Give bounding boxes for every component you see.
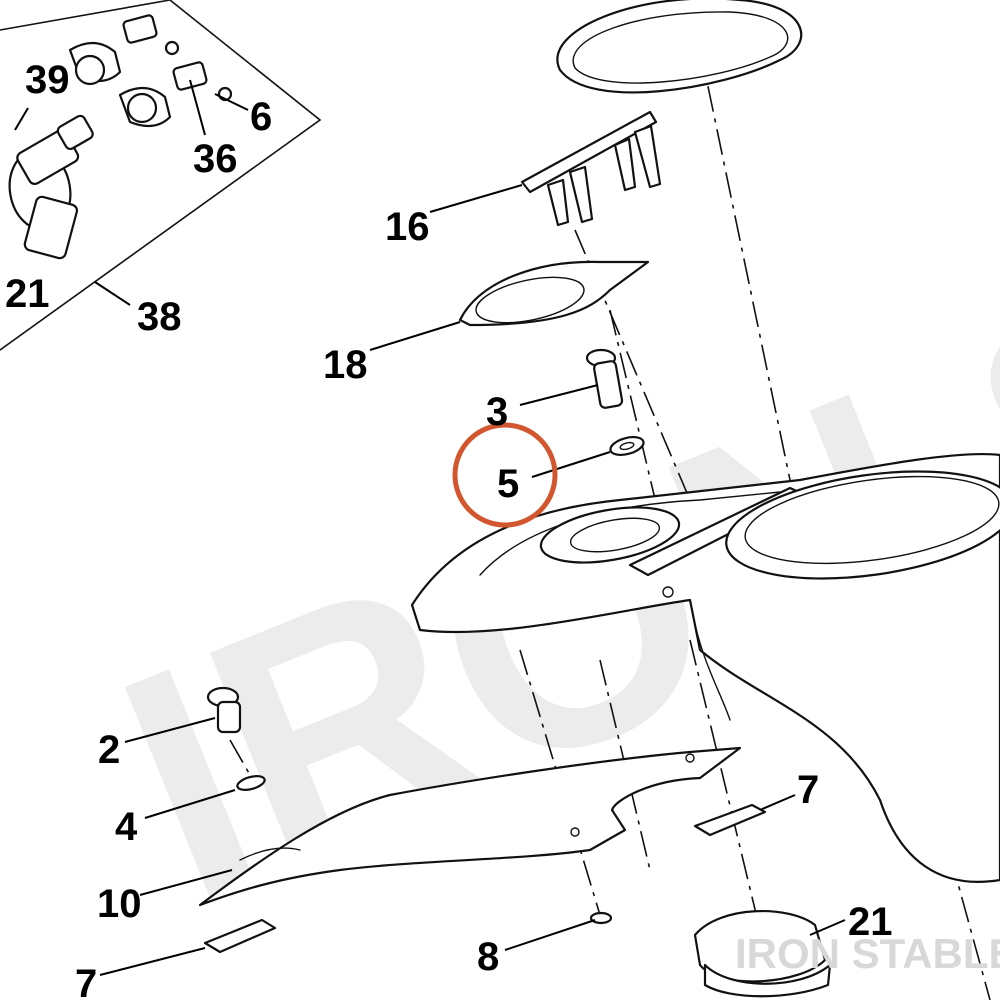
callout-38: 38 [137, 295, 182, 339]
inset-frame [0, 0, 322, 351]
callout-18: 18 [323, 343, 368, 387]
callout-4: 4 [115, 805, 138, 849]
callout-16: 16 [385, 205, 430, 249]
washer-icon [236, 775, 266, 791]
highlight-ring [452, 422, 558, 528]
callout-7-left: 7 [75, 962, 97, 1000]
washer-icon [589, 911, 613, 925]
brand-watermark: IRON STABLE [735, 930, 1000, 977]
leader-lines [14, 79, 846, 976]
callout-10: 10 [97, 882, 142, 926]
callout-8: 8 [477, 935, 499, 979]
screw-icon [585, 348, 624, 409]
callout-5: 5 [497, 462, 519, 506]
gauge-housing [410, 452, 1000, 883]
callout-2: 2 [98, 728, 120, 772]
gasket-ring [556, 0, 803, 94]
washer-icon [609, 436, 645, 456]
connector-bracket [520, 110, 662, 227]
key-icon [8, 114, 94, 260]
screw-icon [206, 686, 242, 734]
callout-21: 21 [848, 900, 893, 944]
callout-21-inset: 21 [5, 272, 50, 316]
bracket-plate [198, 746, 742, 907]
callout-39: 39 [25, 58, 70, 102]
callout-6: 6 [250, 95, 272, 139]
lock-cylinder-icon [68, 14, 233, 128]
lock-cylinder-icon [693, 910, 832, 998]
callout-3: 3 [486, 390, 508, 434]
mounting-gasket [458, 260, 650, 327]
clip-icon [203, 803, 767, 954]
callout-7-right: 7 [797, 768, 819, 812]
callout-36: 36 [193, 137, 238, 181]
